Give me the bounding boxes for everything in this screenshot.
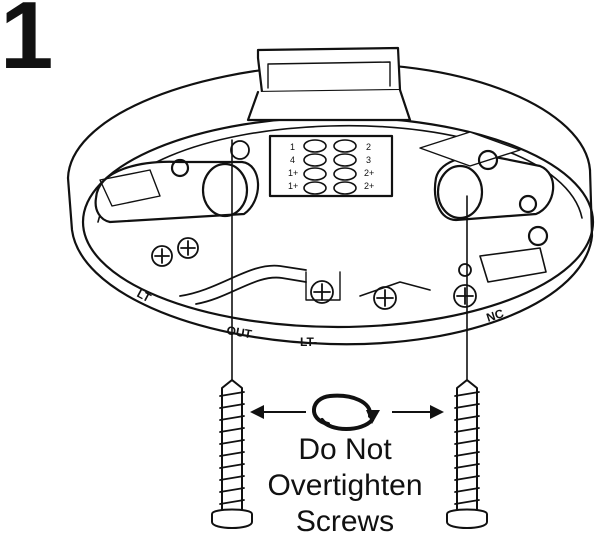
base-outer-side	[66, 168, 594, 346]
terminal-label-left-2: 1+	[288, 168, 298, 178]
terminal-label-right-3: 2+	[364, 181, 374, 191]
ring-markings: LT OUT LT- NC	[135, 286, 506, 349]
caption-line-3: Screws	[295, 505, 395, 538]
double-arrow-icon	[250, 405, 444, 419]
screw-icon-left	[211, 139, 253, 529]
step-number: 1	[0, 0, 54, 89]
terminal-label-left-3: 1+	[288, 181, 298, 191]
interior-screws	[151, 140, 477, 310]
terminal-label-left-1: 4	[290, 155, 295, 165]
ring-marking-lt: LT	[135, 286, 154, 305]
screw-icon-right	[446, 195, 488, 529]
terminal-label-right-2: 2+	[364, 168, 374, 178]
wire-strap	[179, 264, 307, 305]
terminal-labels: 1 4 1+ 1+ 2 3 2+ 2+	[288, 142, 374, 191]
caption-line-2: Overtighten	[267, 469, 423, 502]
ring-marking-nc: NC	[485, 306, 506, 325]
caption: Do Not Overtighten Screws	[245, 432, 445, 540]
ring-marking-out: OUT	[225, 323, 253, 341]
terminal-label-left-0: 1	[290, 142, 295, 152]
terminal-block	[268, 134, 394, 198]
right-mounting-bracket	[419, 131, 555, 247]
rotation-arrow-icon	[312, 393, 380, 431]
ring-marking-lt-minus: LT-	[300, 335, 317, 349]
left-mounting-bracket	[94, 158, 260, 224]
caption-line-1: Do Not	[298, 433, 392, 466]
terminal-label-right-1: 3	[366, 155, 371, 165]
base-back-tab	[256, 46, 402, 94]
terminal-label-right-0: 2	[366, 142, 371, 152]
